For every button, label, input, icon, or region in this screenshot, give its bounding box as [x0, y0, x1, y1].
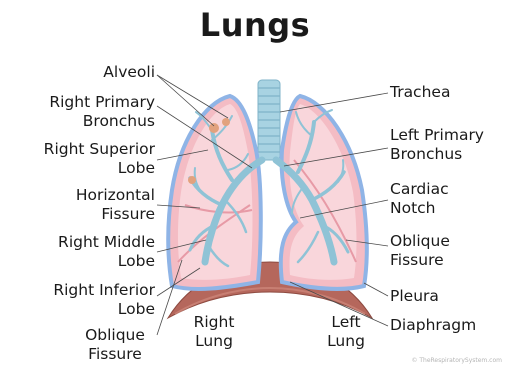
- left-lung: [276, 96, 367, 289]
- label-right-inferior-lobe: Right InferiorLobe: [53, 281, 155, 319]
- label-right-superior-lobe: Right SuperiorLobe: [44, 140, 155, 178]
- label-right-middle-lobe: Right MiddleLobe: [58, 233, 155, 271]
- label-right-lung: RightLung: [184, 313, 244, 351]
- label-trachea: Trachea: [390, 83, 450, 102]
- credit-text: © TheRespiratorySystem.com: [411, 357, 502, 364]
- label-left-primary-bronchus: Left PrimaryBronchus: [390, 126, 484, 164]
- label-pleura: Pleura: [390, 287, 439, 306]
- trachea: [258, 80, 280, 160]
- label-left-lung: LeftLung: [316, 313, 376, 351]
- right-lung: [168, 96, 262, 289]
- label-oblique-fissure-left: ObliqueFissure: [68, 326, 162, 364]
- label-cardiac-notch: CardiacNotch: [390, 180, 449, 218]
- label-right-primary-bronchus: Right PrimaryBronchus: [49, 93, 155, 131]
- label-diaphragm: Diaphragm: [390, 316, 476, 335]
- label-horizontal-fissure: HorizontalFissure: [76, 186, 155, 224]
- label-oblique-fissure-right: ObliqueFissure: [390, 232, 450, 270]
- label-alveoli: Alveoli: [103, 63, 155, 82]
